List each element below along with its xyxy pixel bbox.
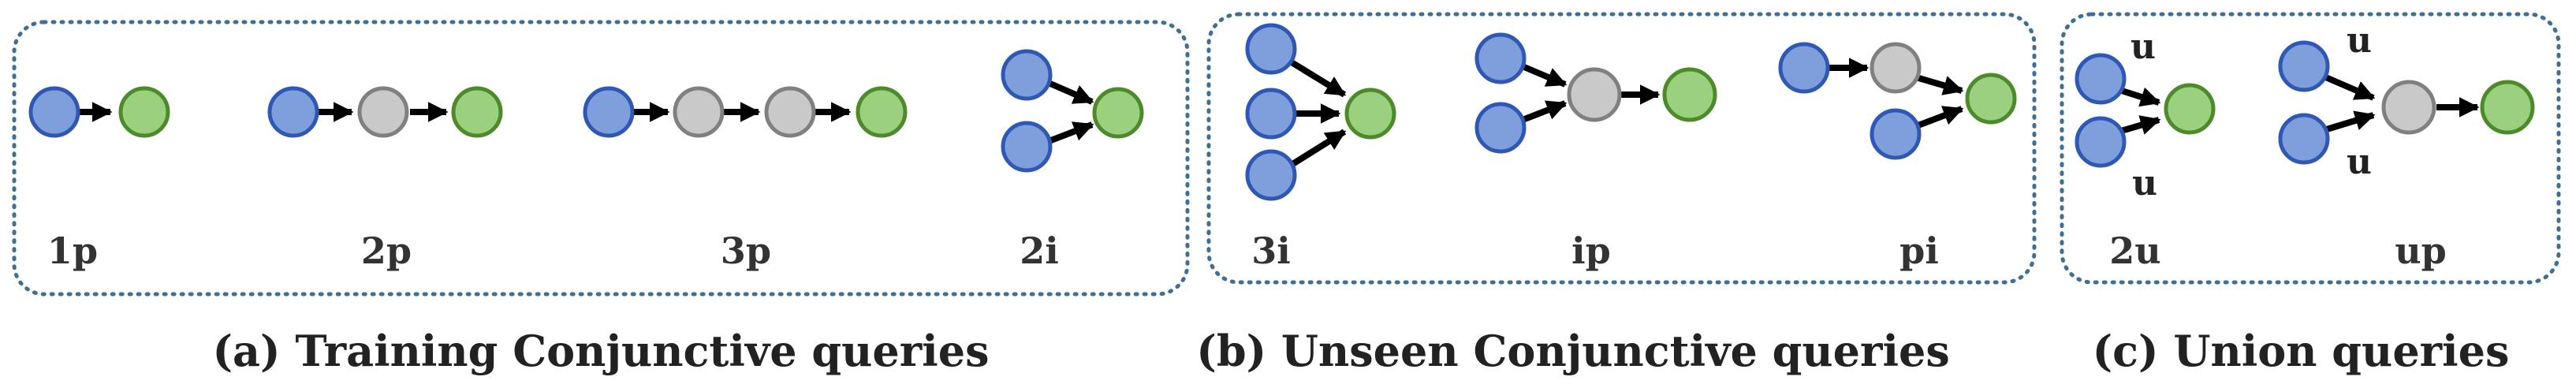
edge	[1043, 78, 1094, 105]
panel-a-border	[12, 20, 1190, 297]
caption-training-conjunctive: (a) Training Conjunctive queries	[213, 326, 990, 376]
query-3i: 3i	[1245, 23, 1396, 272]
query-label-2p: 2p	[361, 229, 412, 272]
anchor-node	[2278, 40, 2330, 92]
query-2u: u u 2u	[2075, 27, 2216, 272]
edge	[1043, 121, 1094, 146]
edge	[1285, 57, 1347, 98]
target-node	[2164, 83, 2216, 135]
variable-node	[764, 86, 816, 138]
union-edge-label: u	[2131, 27, 2156, 67]
anchor-node	[583, 86, 635, 138]
anchor-node	[1001, 121, 1053, 173]
query-label-3p: 3p	[721, 229, 771, 272]
target-node	[118, 86, 170, 138]
panel-unseen-conjunctive: 3i ip pi	[1206, 12, 2037, 285]
query-label-3i: 3i	[1251, 229, 1290, 272]
query-ip: ip	[1474, 32, 1717, 272]
query-label-2u: 2u	[2109, 229, 2160, 272]
query-label-1p: 1p	[47, 229, 98, 272]
query-label-up: up	[2395, 229, 2447, 272]
panel-union: u u 2u u u up	[2060, 12, 2561, 285]
query-pi: pi	[1778, 42, 2017, 272]
anchor-node	[1474, 102, 1527, 154]
panel-c-border	[2060, 12, 2561, 285]
edge	[1914, 106, 1964, 129]
variable-node	[2381, 80, 2436, 135]
target-node	[451, 86, 503, 138]
anchor-node	[267, 86, 319, 138]
query-3p: 3p	[583, 86, 908, 272]
anchor-node	[1245, 23, 1297, 75]
target-node	[1965, 73, 2017, 125]
edge	[1517, 62, 1568, 88]
anchor-node	[1778, 42, 1830, 94]
caption-unseen-conjunctive: (b) Unseen Conjunctive queries	[1196, 326, 1949, 376]
query-label-ip: ip	[1571, 229, 1611, 272]
anchor-node	[2075, 116, 2127, 168]
query-label-pi: pi	[1899, 229, 1939, 272]
query-1p: 1p	[28, 86, 170, 272]
target-node	[1344, 88, 1396, 140]
anchor-node	[1245, 149, 1297, 201]
edge	[1914, 74, 1964, 95]
panel-training-conjunctive: 1p 2p 3p 2i	[12, 20, 1190, 297]
anchor-node	[1870, 108, 1922, 160]
query-2i: 2i	[1001, 49, 1144, 272]
target-node	[2480, 80, 2535, 135]
variable-node	[1870, 42, 1922, 94]
panel-b-border	[1206, 12, 2037, 285]
target-node	[1662, 67, 1717, 122]
variable-node	[1567, 67, 1622, 122]
union-edge-label: u	[2347, 21, 2372, 61]
union-edge-label: u	[2132, 163, 2157, 203]
variable-node	[357, 86, 409, 138]
edge	[1285, 129, 1347, 170]
edge	[1517, 100, 1568, 125]
variable-node	[673, 86, 725, 138]
caption-union: (c) Union queries	[2093, 326, 2510, 376]
target-node	[1092, 87, 1144, 139]
anchor-node	[1001, 49, 1053, 101]
anchor-node	[1245, 88, 1297, 140]
union-edge-label: u	[2347, 142, 2372, 182]
query-label-2i: 2i	[1020, 229, 1058, 272]
target-node	[856, 86, 908, 138]
anchor-node	[1474, 32, 1527, 84]
anchor-node	[2278, 113, 2330, 165]
query-up: u u up	[2278, 21, 2535, 272]
anchor-node	[28, 86, 80, 138]
query-2p: 2p	[267, 86, 503, 272]
anchor-node	[2075, 53, 2127, 105]
